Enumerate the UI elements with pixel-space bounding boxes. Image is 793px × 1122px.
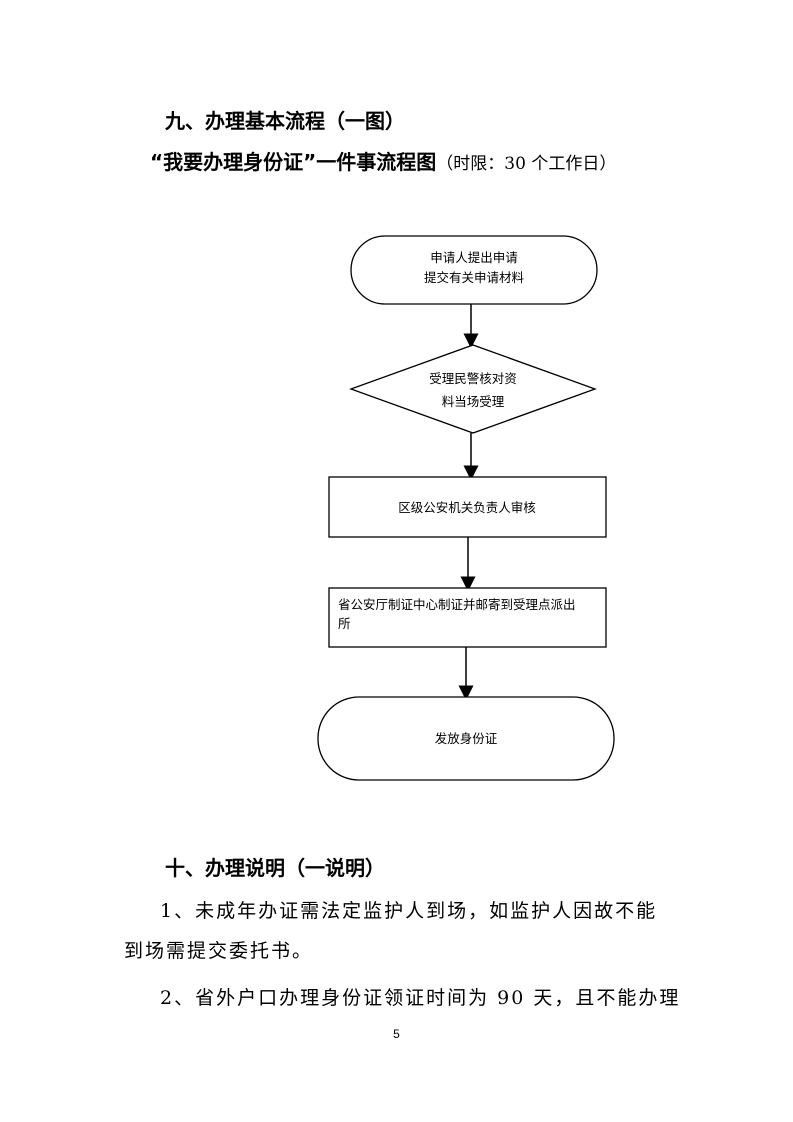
flowchart-title-main: “我要办理身份证”一件事流程图 <box>150 150 437 174</box>
paragraph-1-line-2: 到场需提交委托书。 <box>124 940 314 962</box>
flow-step-produce-line1: 省公安厅制证中心制证并邮寄到受理点派出 <box>338 597 576 612</box>
flow-step-apply-line2: 提交有关申请材料 <box>424 270 525 285</box>
flow-step-review-shape <box>328 476 607 538</box>
flow-step-verify-line2: 料当场受理 <box>442 394 505 409</box>
flow-step-issue-line1: 发放身份证 <box>435 731 498 746</box>
paragraph-1-line-1: 1、未成年办证需法定监护人到场，如监护人因故不能 <box>160 900 658 922</box>
flow-step-review-line1: 区级公安机关负责人审核 <box>398 500 536 515</box>
flow-step-issue-shape <box>317 696 615 781</box>
paragraph-2-line-1: 2、省外户口办理身份证领证时间为 90 天，且不能办理 <box>160 987 681 1009</box>
flowchart-title: “我要办理身份证”一件事流程图（时限：30 个工作日） <box>150 146 616 175</box>
flow-step-verify-line1: 受理民警核对资 <box>429 371 517 386</box>
section-9-heading: 九、办理基本流程（一图） <box>165 109 405 133</box>
flow-step-apply-shape <box>350 235 598 305</box>
flow-step-produce-shape <box>328 587 607 648</box>
flow-step-verify-shape <box>349 344 597 434</box>
page-number: 5 <box>393 1027 400 1041</box>
flow-step-apply-line1: 申请人提出申请 <box>430 250 518 265</box>
flow-step-produce-line2: 所 <box>338 616 351 631</box>
section-10-heading: 十、办理说明（一说明） <box>165 856 385 880</box>
flowchart-title-note: （时限：30 个工作日） <box>436 154 617 174</box>
